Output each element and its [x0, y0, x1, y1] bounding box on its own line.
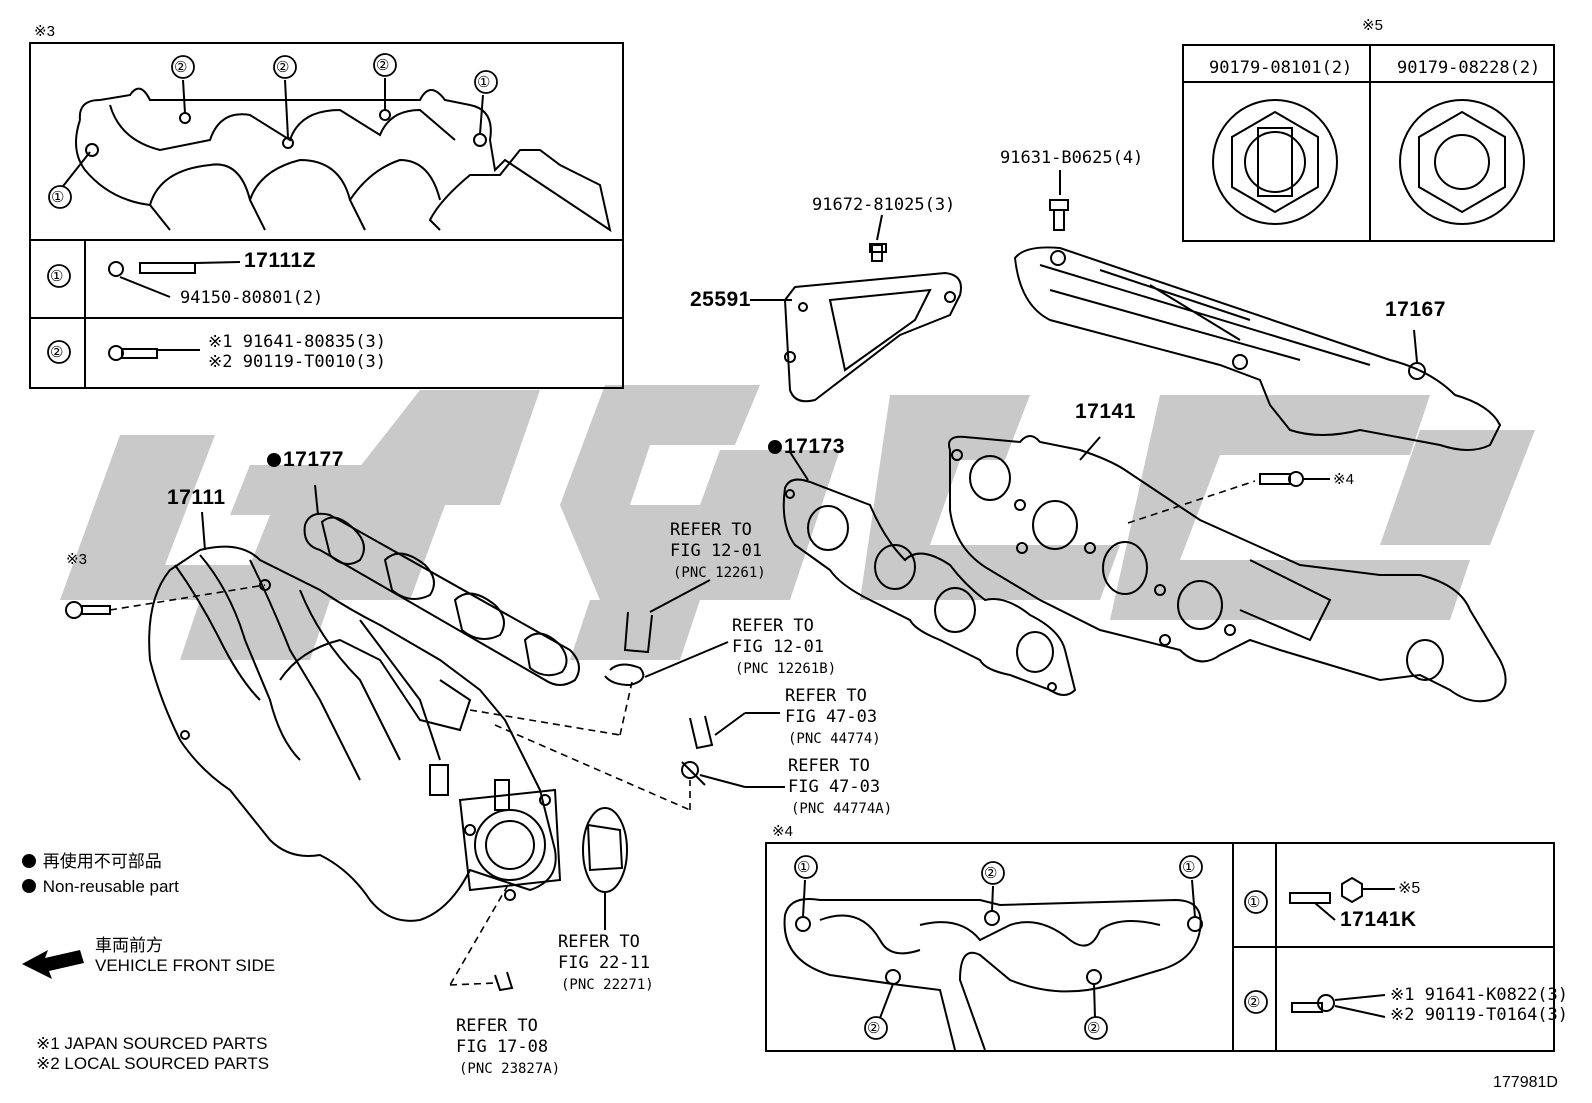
callout-1-icon: [474, 70, 498, 94]
nut-part-number: 90179-08101(2): [1209, 58, 1353, 78]
part-number-text: 17173: [784, 435, 845, 458]
callout-1-icon: [47, 264, 71, 288]
callout-label: ①: [797, 858, 811, 876]
callout-2-icon: [981, 861, 1005, 885]
refer-to-label: REFER TO: [732, 616, 814, 636]
inset-title: ※4: [772, 823, 793, 840]
callout-label: ②: [1087, 1019, 1101, 1037]
row-number: ①: [50, 267, 64, 285]
refer-to-fig: FIG 47-03: [785, 707, 878, 727]
refer-to-fig: FIG 17-08: [456, 1037, 549, 1057]
legend-text: Non-reusable part: [42, 877, 179, 896]
part-number-25591: 25591: [690, 288, 751, 311]
callout-label: ①: [477, 73, 491, 91]
part-number-17167: 17167: [1385, 298, 1446, 321]
callout-2-icon: [1244, 990, 1268, 1014]
inset-title: ※3: [34, 23, 55, 40]
non-reusable-dot-icon: [267, 453, 281, 467]
callout-label: ①: [51, 188, 65, 206]
refer-to-label: REFER TO: [788, 756, 870, 776]
refer-to-pnc: (PNC 44774): [788, 731, 881, 747]
intake-gasket-17177: [303, 512, 580, 686]
non-reusable-dot-icon: [22, 854, 36, 868]
callout-2-icon: [1084, 1016, 1108, 1040]
callout-label: ②: [376, 56, 390, 74]
refer-to-pnc: (PNC 44774A): [791, 801, 893, 817]
callout-2-icon: [864, 1016, 888, 1040]
figure-id: 177981D: [1493, 1074, 1558, 1091]
reference-mark: ※5: [1398, 880, 1421, 897]
legend-front-en: VEHICLE FRONT SIDE: [95, 956, 276, 975]
refer-to-fig: FIG 47-03: [788, 777, 881, 797]
part-number-91672: 91672-81025(3): [812, 195, 956, 215]
legend-note-local: ※2 LOCAL SOURCED PARTS: [36, 1054, 270, 1073]
part-number-label: 94150-80801(2): [180, 288, 324, 308]
callout-label: ①: [1182, 858, 1196, 876]
refer-to-fig: FIG 12-01: [732, 637, 825, 657]
part-number-17141k: 17141K: [1340, 908, 1417, 931]
bracket-25591: [783, 271, 962, 403]
part-number-17111: 17111: [167, 486, 226, 509]
non-reusable-dot-icon: [768, 440, 782, 454]
callout-1-icon: [1179, 855, 1203, 879]
refer-to-label: REFER TO: [670, 520, 752, 540]
part-number-label: ※2 90119-T0010(3): [208, 352, 387, 372]
reference-mark: ※4: [1333, 471, 1354, 488]
legend-note-japan: ※1 JAPAN SOURCED PARTS: [36, 1034, 268, 1053]
part-number-17141: 17141: [1075, 400, 1136, 423]
intake-manifold-17111: [148, 545, 557, 922]
callout-2-icon: [47, 340, 71, 364]
part-number-91631: 91631-B0625(4): [1000, 148, 1144, 168]
part-number-17111z: 17111Z: [244, 249, 316, 272]
nut-part-number: 90179-08228(2): [1397, 58, 1541, 78]
callout-2-icon: [373, 53, 397, 77]
part-number-label: ※1 91641-80835(3): [208, 332, 387, 352]
refer-to-pnc: (PNC 12261): [673, 565, 766, 581]
part-number-label: ※2 90119-T0164(3): [1390, 1005, 1569, 1025]
part-number-label: ※1 91641-K0822(3): [1390, 985, 1569, 1005]
callout-label: ②: [984, 864, 998, 882]
refer-to-label: REFER TO: [456, 1016, 538, 1036]
non-reusable-dot-icon: [22, 879, 36, 893]
refer-to-pnc: (PNC 12261B): [735, 661, 837, 677]
callout-1-icon: [794, 855, 818, 879]
part-number-17173: 17173: [768, 435, 845, 458]
row-number: ②: [50, 343, 64, 361]
callout-label: ②: [174, 58, 188, 76]
legend-nonreusable-en: Non-reusable part: [22, 877, 179, 897]
refer-to-pnc: (PNC 22271): [561, 977, 654, 993]
row-number: ①: [1247, 893, 1261, 911]
callout-1-icon: [1244, 890, 1268, 914]
inset-intake-bolts-frame: [29, 42, 624, 389]
exhaust-gasket-17173: [782, 478, 1077, 696]
inset-nuts-frame: [1182, 44, 1555, 242]
vehicle-front-arrow-icon: [22, 950, 84, 979]
refer-to-fig: FIG 12-01: [670, 541, 763, 561]
callout-label: ②: [276, 58, 290, 76]
legend-front-jp: 車両前方: [95, 936, 163, 955]
refer-to-label: REFER TO: [785, 686, 867, 706]
legend-nonreusable-jp: 再使用不可部品: [22, 852, 162, 872]
part-number-text: 17177: [283, 448, 344, 471]
refer-to-fig: FIG 22-11: [558, 953, 651, 973]
callout-label: ②: [867, 1019, 881, 1037]
reference-mark: ※3: [66, 551, 87, 568]
part-number-17177: 17177: [267, 448, 344, 471]
callout-1-icon: [48, 185, 72, 209]
refer-to-pnc: (PNC 23827A): [459, 1061, 561, 1077]
callout-2-icon: [171, 55, 195, 79]
row-number: ②: [1247, 993, 1261, 1011]
refer-to-label: REFER TO: [558, 932, 640, 952]
legend-text: 再使用不可部品: [42, 852, 162, 871]
heat-insulator-17167: [1013, 246, 1502, 451]
callout-2-icon: [273, 55, 297, 79]
exhaust-manifold-17141: [948, 435, 1507, 703]
watermark-logo: [60, 385, 1535, 660]
throttle-gasket: [582, 807, 628, 893]
inset-title: ※5: [1362, 17, 1383, 34]
